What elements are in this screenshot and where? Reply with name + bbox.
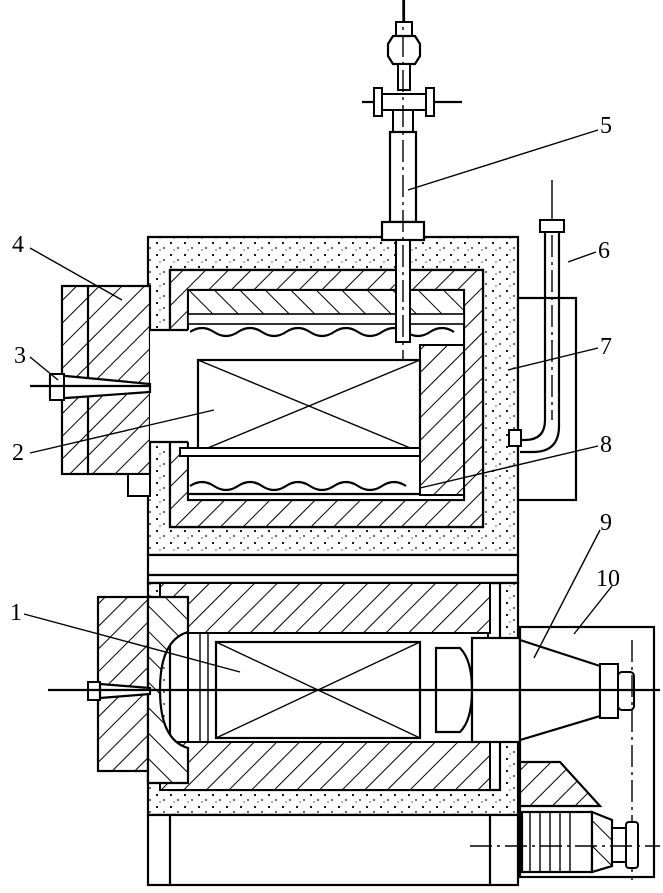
label-4: 4 [12,232,24,258]
lower-bottom-lining [159,741,491,791]
label-3: 3 [14,343,26,369]
label-9: 9 [600,510,612,536]
label-1: 1 [10,600,22,626]
lower-furnace-body [87,581,656,887]
side-housing [516,296,578,502]
drive-motor [520,810,594,874]
label-2: 2 [12,440,24,466]
bottom-heater-wave [189,480,407,492]
rear-wall-block [419,344,465,496]
label-8: 8 [600,432,612,458]
furnace-base [146,813,520,887]
leader-lines [23,129,613,673]
upper-furnace-body [48,235,578,557]
label-6: 6 [598,238,610,264]
label-7: 7 [600,334,612,360]
separator-band [146,553,520,585]
lower-top-lining [159,582,491,634]
stirring-rod-5 [362,0,462,360]
label-10: 10 [596,566,620,592]
thermocouple-tube-6 [520,180,565,454]
label-5: 5 [600,113,612,139]
